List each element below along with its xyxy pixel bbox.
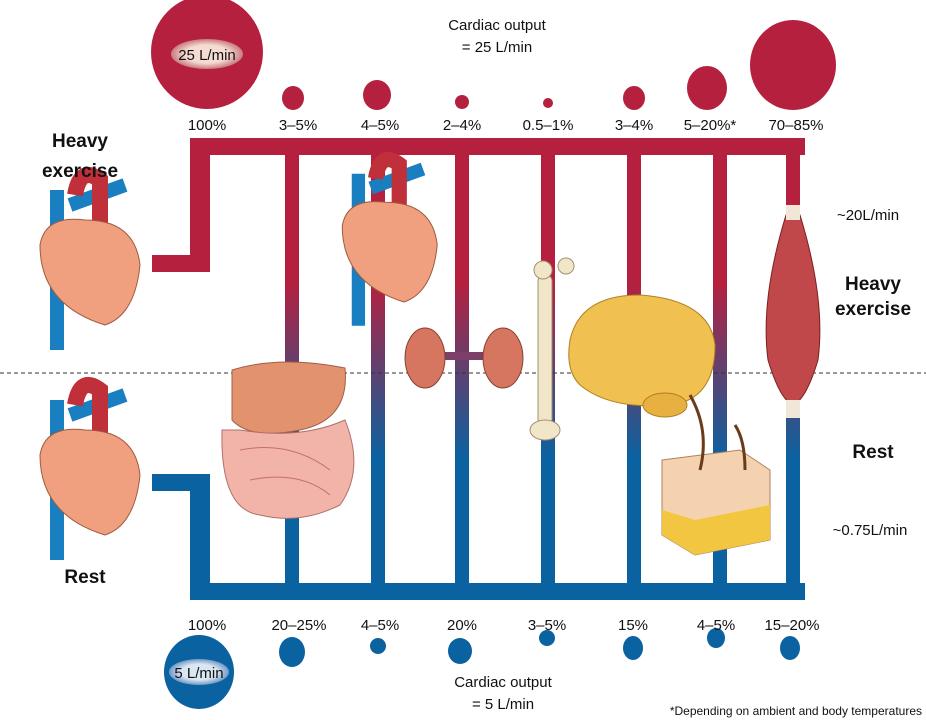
exercise-percentage: 4–5% xyxy=(361,117,399,134)
rest-percentage: 15–20% xyxy=(764,617,819,634)
rest-percentage: 4–5% xyxy=(697,617,735,634)
flow-circle-exercise xyxy=(543,98,553,108)
muscle-flow-rest: ~0.75L/min xyxy=(833,522,908,539)
flow-circle-rest xyxy=(623,636,643,660)
heavy-exercise-label: exercise xyxy=(835,299,911,320)
exercise-percentage: 0.5–1% xyxy=(523,117,574,134)
brain-icon xyxy=(568,294,716,418)
heart-icon xyxy=(39,167,141,350)
rest-label: Rest xyxy=(852,442,894,463)
digestive-tract-icon xyxy=(221,361,355,519)
flow-circle-exercise xyxy=(750,20,836,110)
flow-circle-rest xyxy=(707,628,725,648)
flow-circle-exercise xyxy=(623,86,645,110)
cardiac-output-label: Cardiac output xyxy=(454,674,552,691)
bone-icon xyxy=(529,257,575,441)
skin-icon xyxy=(661,394,771,556)
flow-circle-rest xyxy=(780,636,800,660)
rest-percentage: 100% xyxy=(188,617,226,634)
rest-percentage: 15% xyxy=(618,617,648,634)
footnote: *Depending on ambient and body temperatu… xyxy=(670,704,922,718)
flow-circle-rest xyxy=(539,630,555,646)
flow-circle-exercise xyxy=(687,66,727,110)
rest-percentage: 3–5% xyxy=(528,617,566,634)
heavy-exercise-label: Heavy xyxy=(845,274,901,295)
heavy-exercise-label: exercise xyxy=(42,161,118,182)
exercise-percentage: 2–4% xyxy=(443,117,481,134)
cardiac-output-value: = 5 L/min xyxy=(472,696,534,713)
total-flow-label: 5 L/min xyxy=(174,665,223,682)
exercise-percentage: 70–85% xyxy=(768,117,823,134)
heavy-exercise-label: Heavy xyxy=(52,131,108,152)
rest-percentage: 20–25% xyxy=(271,617,326,634)
flow-circle-exercise xyxy=(363,80,391,110)
exercise-percentage: 3–5% xyxy=(279,117,317,134)
cardiac-output-value: = 25 L/min xyxy=(462,39,532,56)
skeletal-muscle-icon xyxy=(765,205,821,418)
rest-label: Rest xyxy=(64,567,106,588)
flow-circle-exercise xyxy=(455,95,469,109)
cardiac-output-label: Cardiac output xyxy=(448,17,546,34)
flow-circle-rest xyxy=(370,638,386,654)
kidneys-icon xyxy=(404,327,524,389)
rest-percentage: 20% xyxy=(447,617,477,634)
heart-icon xyxy=(39,377,141,560)
exercise-percentage: 5–20%* xyxy=(684,117,737,134)
vessel xyxy=(455,150,469,590)
flow-circle-rest xyxy=(279,637,305,667)
muscle-flow-exercise: ~20L/min xyxy=(837,207,899,224)
exercise-percentage: 100% xyxy=(188,117,226,134)
flow-circle-exercise xyxy=(282,86,304,110)
flow-circle-rest xyxy=(448,638,472,664)
rest-percentage: 4–5% xyxy=(361,617,399,634)
heart-icon xyxy=(341,151,438,326)
total-flow-label: 25 L/min xyxy=(178,47,236,64)
exercise-percentage: 3–4% xyxy=(615,117,653,134)
